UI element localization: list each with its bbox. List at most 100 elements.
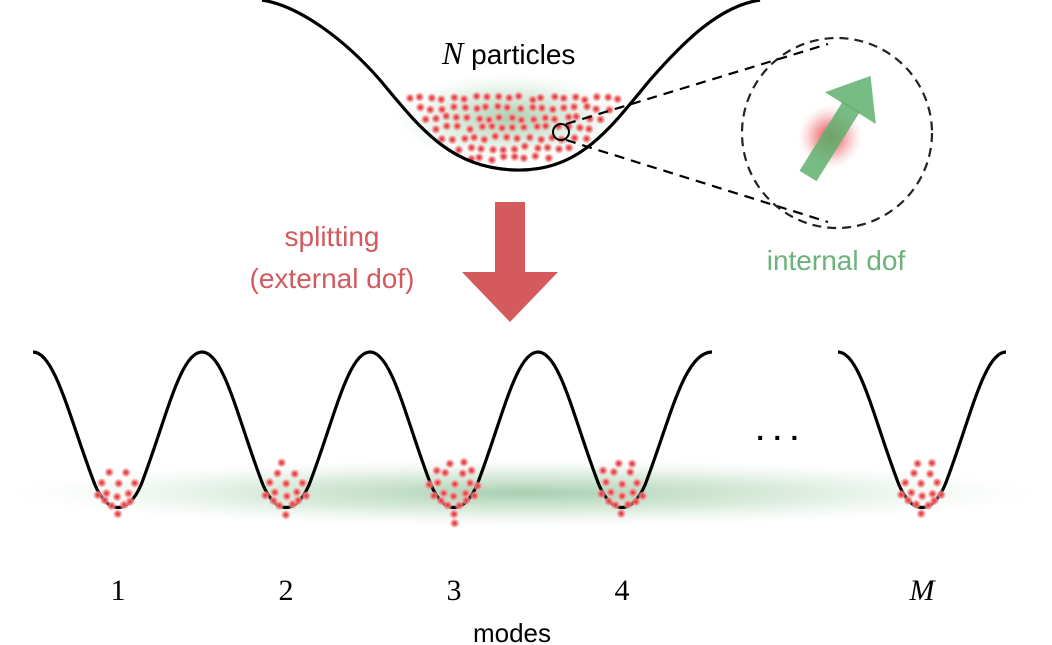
particle	[911, 499, 921, 509]
particle	[449, 102, 459, 112]
particle	[617, 491, 627, 501]
particle	[497, 123, 507, 133]
particle	[469, 491, 480, 501]
particle	[113, 509, 123, 519]
particle	[488, 145, 498, 155]
particle	[125, 496, 135, 507]
particle	[465, 478, 475, 488]
modes-ellipsis: · · ·	[756, 422, 800, 453]
particle	[929, 496, 939, 506]
particle	[487, 155, 497, 165]
particle	[900, 478, 910, 488]
particle	[447, 135, 457, 145]
particle	[297, 478, 308, 488]
particle	[130, 478, 140, 488]
particle	[519, 122, 529, 132]
particle	[442, 121, 452, 131]
particle	[591, 104, 601, 114]
particle	[104, 467, 114, 477]
particle-count-symbol: N	[441, 35, 465, 71]
splitting-arrow-icon	[462, 202, 558, 322]
particle	[445, 459, 455, 469]
particle	[598, 466, 608, 476]
selected-particle-ring	[552, 123, 570, 141]
zoom-circle	[740, 36, 934, 230]
particle	[936, 490, 946, 500]
particle	[564, 143, 574, 153]
particle	[514, 91, 524, 101]
particle	[281, 510, 291, 520]
particle	[519, 153, 529, 163]
particle	[536, 135, 546, 145]
particle	[405, 93, 415, 103]
particle	[449, 509, 459, 519]
particle	[293, 495, 303, 505]
zoom-line-upper	[565, 42, 829, 126]
particle	[913, 459, 923, 469]
particle	[554, 144, 564, 154]
particle	[415, 102, 425, 112]
particle	[461, 495, 471, 505]
particle	[592, 92, 602, 102]
particle	[441, 111, 451, 121]
particle	[569, 102, 579, 112]
particle	[431, 124, 441, 134]
particle	[465, 124, 475, 134]
particle	[480, 102, 491, 112]
splitting-label-line2: (external dof)	[250, 263, 415, 294]
particle	[564, 112, 574, 122]
lattice-potential-right	[837, 350, 1007, 510]
particle	[507, 113, 517, 123]
particle	[582, 101, 592, 112]
internal-dof-label: internal dof	[767, 245, 906, 276]
particle	[494, 112, 504, 122]
particle	[516, 104, 526, 114]
particle	[474, 152, 484, 163]
particle	[432, 466, 442, 476]
particle	[487, 121, 497, 131]
mode-label-4: 4	[615, 574, 630, 607]
mode-label-1: 1	[111, 574, 126, 607]
particle	[421, 114, 431, 124]
mode-label-M: M	[909, 574, 937, 607]
particle	[916, 509, 926, 519]
particle	[498, 145, 508, 155]
particle	[604, 105, 615, 115]
particle	[449, 491, 459, 501]
particle	[439, 488, 449, 498]
particle	[443, 500, 453, 510]
particle	[631, 497, 641, 507]
particle	[548, 104, 558, 114]
particle	[532, 121, 542, 132]
particle	[459, 94, 469, 104]
particle	[559, 93, 569, 103]
particle	[625, 467, 635, 477]
particle	[584, 124, 594, 134]
particle	[472, 91, 482, 101]
particle	[627, 459, 637, 469]
particle	[529, 114, 539, 125]
particle	[932, 477, 942, 488]
particle	[473, 481, 483, 491]
particle	[482, 92, 492, 102]
particle	[528, 95, 538, 105]
particle	[425, 105, 435, 115]
particle	[571, 92, 581, 102]
particle	[459, 457, 469, 467]
particle	[100, 495, 110, 505]
lattice-potential-left	[32, 350, 713, 510]
particle	[427, 93, 437, 103]
particle	[617, 479, 627, 489]
particle	[260, 490, 270, 500]
particle	[460, 103, 470, 113]
particle	[121, 467, 131, 478]
particle	[540, 113, 550, 123]
particle	[507, 122, 517, 132]
particle	[596, 489, 606, 499]
particle	[606, 487, 616, 497]
particle	[424, 480, 434, 490]
particle	[613, 94, 623, 104]
particle	[638, 491, 648, 501]
particle	[520, 141, 530, 151]
